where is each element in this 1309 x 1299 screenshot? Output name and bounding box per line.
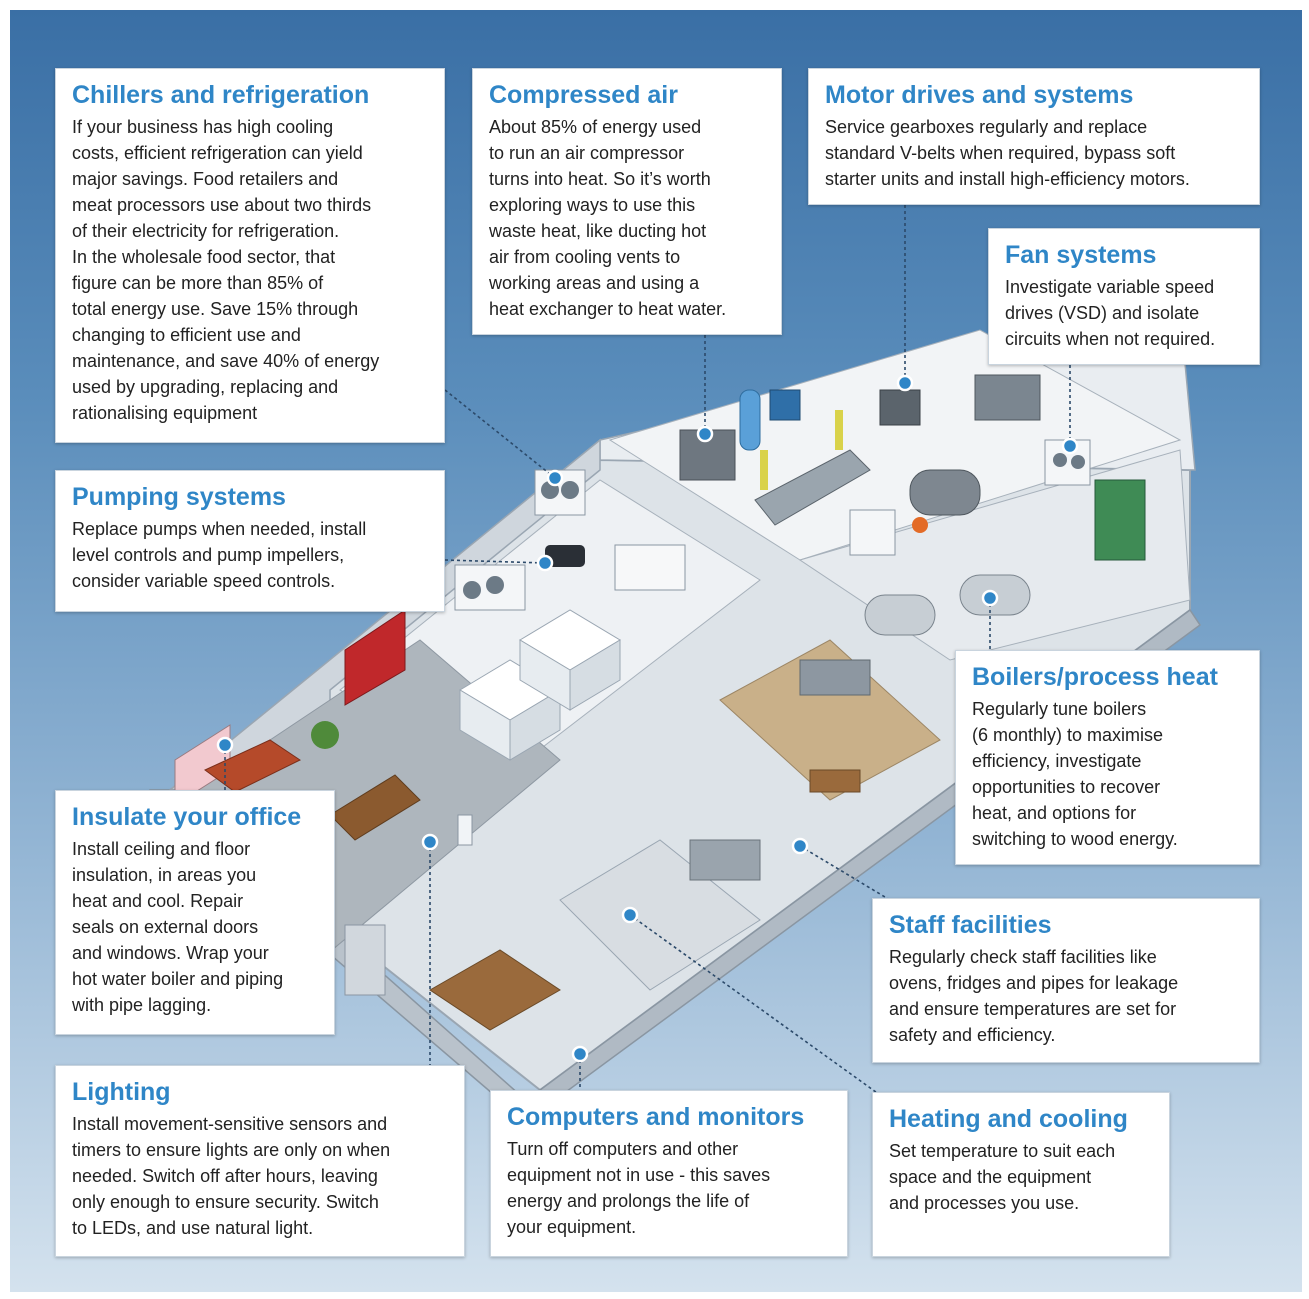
panel-title: Staff facilities bbox=[889, 911, 1052, 939]
panel-lighting: Lighting Install movement-sensitive sens… bbox=[55, 1065, 465, 1257]
compressor-blue bbox=[769, 389, 801, 421]
staff-room-floor bbox=[719, 639, 941, 801]
pressure-vessel-1 bbox=[864, 594, 936, 636]
water-cooler bbox=[457, 814, 473, 846]
small-office-floor bbox=[559, 839, 761, 991]
fan-duct-unit bbox=[974, 374, 1041, 421]
panel-body: Service gearboxes regularly and replace … bbox=[825, 116, 1190, 189]
boiler bbox=[909, 469, 981, 516]
panel-title: Heating and cooling bbox=[889, 1105, 1128, 1133]
panel-chillers: Chillers and refrigeration If your busin… bbox=[55, 68, 445, 443]
panel-title: Computers and monitors bbox=[507, 1103, 805, 1131]
panel-body: Turn off computers and other equipment n… bbox=[507, 1138, 771, 1237]
panel-body: Regularly check staff facilities like ov… bbox=[889, 946, 1179, 1045]
panel-body: Investigate variable speed drives (VSD) … bbox=[1005, 276, 1216, 349]
office-desk bbox=[329, 774, 421, 841]
panel-title: Boilers/process heat bbox=[972, 663, 1218, 691]
panel-body: Regularly tune boilers (6 monthly) to ma… bbox=[972, 698, 1178, 849]
sofa bbox=[204, 739, 301, 793]
panel-body: Replace pumps when needed, install level… bbox=[72, 518, 367, 591]
leader-chillers bbox=[444, 389, 556, 479]
marker-pumping bbox=[536, 554, 554, 572]
panel-title: Motor drives and systems bbox=[825, 81, 1134, 109]
panel-compressed-air: Compressed air About 85% of energy used … bbox=[472, 68, 782, 335]
marker-insulate bbox=[216, 736, 234, 754]
motor-drive bbox=[879, 389, 921, 426]
leader-pumping bbox=[444, 559, 546, 564]
process-line bbox=[754, 449, 871, 526]
marker-heating bbox=[621, 906, 639, 924]
marker-chillers bbox=[546, 469, 564, 487]
cold-store-units bbox=[614, 544, 686, 591]
office-desks-lower bbox=[429, 949, 561, 1031]
panel-title: Compressed air bbox=[489, 81, 678, 109]
marker-computers bbox=[571, 1045, 589, 1063]
yellow-duct bbox=[760, 450, 768, 490]
panel-pumping: Pumping systems Replace pumps when neede… bbox=[55, 470, 445, 612]
panel-body: Set temperature to suit each space and t… bbox=[889, 1140, 1116, 1213]
red-roller-door bbox=[344, 609, 406, 706]
marker-compressed-air bbox=[696, 425, 714, 443]
marker-boilers bbox=[981, 589, 999, 607]
panel-body: If your business has high cooling costs,… bbox=[72, 116, 380, 423]
staff-kitchen bbox=[799, 659, 871, 696]
panel-title: Insulate your office bbox=[72, 803, 302, 831]
green-cabinet bbox=[1094, 479, 1146, 561]
plant bbox=[311, 721, 339, 749]
lockers bbox=[689, 839, 761, 881]
panel-boilers: Boilers/process heat Regularly tune boil… bbox=[955, 650, 1260, 865]
panel-title: Pumping systems bbox=[72, 483, 286, 511]
panel-title: Lighting bbox=[72, 1078, 171, 1106]
pump bbox=[545, 545, 585, 567]
staff-table bbox=[809, 769, 861, 793]
panel-fan-systems: Fan systems Investigate variable speed d… bbox=[988, 228, 1260, 365]
office-door bbox=[344, 924, 386, 996]
panel-heating: Heating and cooling Set temperature to s… bbox=[872, 1092, 1170, 1257]
panel-title: Fan systems bbox=[1005, 241, 1157, 269]
marker-motor-drives bbox=[896, 374, 914, 392]
panel-staff: Staff facilities Regularly check staff f… bbox=[872, 898, 1260, 1063]
marker-lighting bbox=[421, 833, 439, 851]
panel-computers: Computers and monitors Turn off computer… bbox=[490, 1090, 848, 1257]
panel-motor-drives: Motor drives and systems Service gearbox… bbox=[808, 68, 1260, 205]
marker-fan-systems bbox=[1061, 437, 1079, 455]
boiler-fan bbox=[849, 509, 896, 556]
panel-insulate: Insulate your office Install ceiling and… bbox=[55, 790, 335, 1035]
marker-staff bbox=[791, 837, 809, 855]
panel-body: Install ceiling and floor insulation, in… bbox=[72, 838, 284, 1015]
panel-title: Chillers and refrigeration bbox=[72, 81, 370, 109]
panel-body: About 85% of energy used to run an air c… bbox=[489, 116, 727, 319]
air-receiver-tank bbox=[739, 389, 761, 451]
panel-body: Install movement-sensitive sensors and t… bbox=[72, 1113, 391, 1238]
